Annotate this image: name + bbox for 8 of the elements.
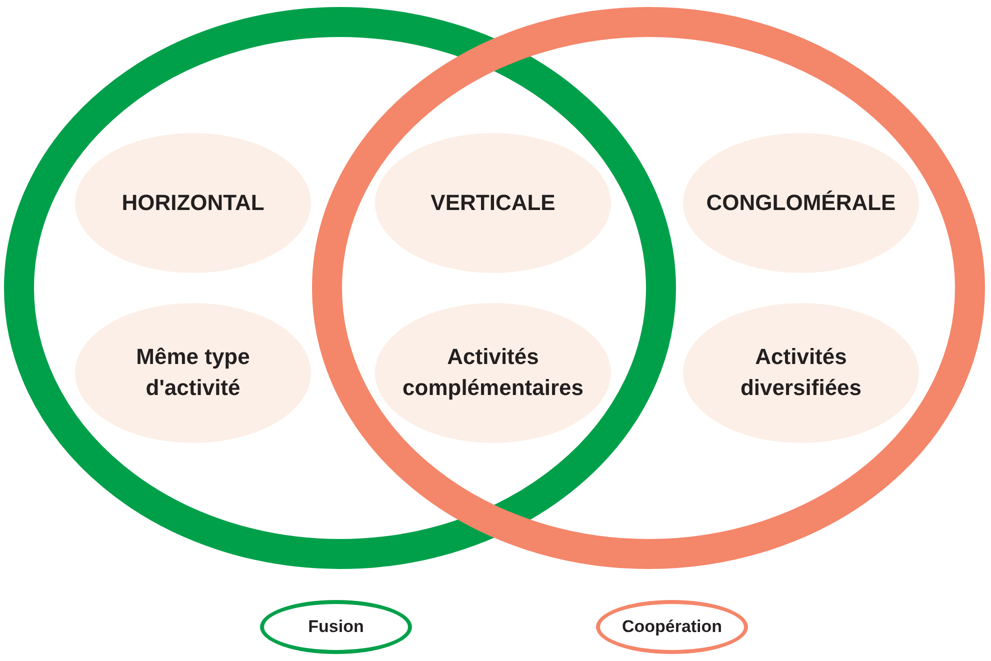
category-label: Même type d'activité (135, 343, 251, 402)
category-label: HORIZONTAL (122, 188, 264, 217)
category-label: Activités diversifiées (739, 343, 863, 402)
legend-label: Coopération (622, 617, 722, 637)
category-label: VERTICALE (430, 188, 556, 217)
category-label: Activités complémentaires (402, 343, 584, 402)
category-label: CONGLOMÉRALE (706, 188, 896, 217)
legend-label: Fusion (308, 617, 364, 637)
